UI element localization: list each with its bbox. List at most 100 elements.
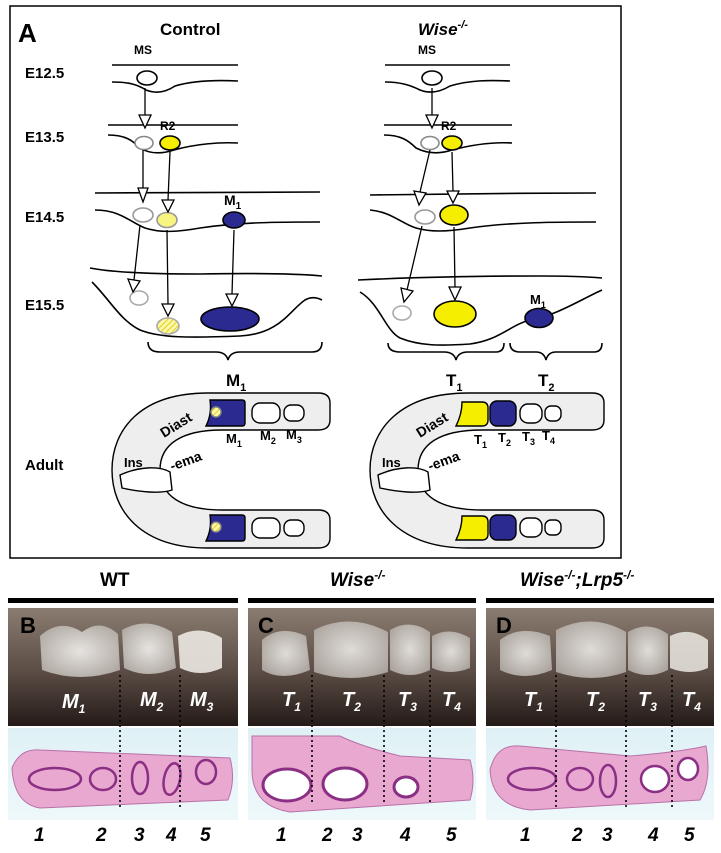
photo-tooth [628, 626, 668, 675]
number-2: 2 [321, 825, 333, 846]
tooth-section [676, 756, 700, 782]
boundary-lines [119, 675, 673, 810]
adult-jaw-wise [369, 392, 605, 549]
photo-label-t4: T4 [682, 689, 701, 714]
photo-tooth [178, 630, 222, 673]
tooth-bud-ms-regressing [132, 207, 154, 223]
photo-tooth [390, 624, 430, 675]
arrow [160, 229, 176, 318]
arrow [413, 149, 431, 207]
label-incisor: Ins [382, 455, 401, 470]
panel-titles: WT Wise-/- Wise-/-;Lrp5-/- [8, 568, 714, 603]
tooth-germ-m1 [200, 306, 260, 332]
label-t2-brace: T2 [538, 371, 555, 394]
tooth-bud-r2-regressing [156, 317, 180, 335]
label-m1-adult: M1 [226, 431, 242, 449]
epithelium-line [383, 134, 513, 154]
photo-tooth [122, 623, 176, 674]
photo-label-m2: M2 [140, 689, 164, 714]
tooth-bud-ms-regressing [134, 135, 154, 151]
panel-a-letter: A [18, 18, 37, 48]
label-ms: MS [418, 43, 436, 57]
number-4: 4 [165, 825, 177, 846]
number-4: 4 [647, 825, 659, 846]
title-rule [248, 598, 476, 603]
number-3: 3 [602, 825, 613, 846]
arrow [137, 88, 153, 130]
tooth-section [565, 766, 595, 792]
photo-label-t4: T4 [442, 689, 461, 714]
molar-m2 [251, 402, 281, 424]
brace-t1 [387, 342, 505, 361]
epithelium-line [357, 275, 603, 281]
r2-remnant [210, 406, 222, 418]
photo-label-t1: T1 [524, 689, 543, 714]
photo-tooth [556, 621, 626, 678]
control-column [89, 64, 323, 361]
arrow [126, 224, 142, 294]
epithelium-line [369, 192, 597, 196]
column-title-wise: Wise-/- [418, 19, 468, 39]
tooth-section [392, 775, 420, 799]
tooth-germ-t1 [433, 300, 477, 328]
jaw-outline [369, 392, 605, 549]
molar-t2 [489, 514, 517, 541]
label-r2: R2 [441, 119, 457, 133]
photo-tooth [314, 621, 388, 678]
tooth-section [506, 766, 558, 792]
arrow [137, 150, 149, 204]
number-5: 5 [446, 825, 457, 846]
molar-t1 [454, 515, 489, 541]
adult-jaw-control [111, 392, 331, 549]
molar-m3 [283, 519, 305, 537]
brace-m1 [147, 341, 323, 361]
label-t2-adult: T2 [498, 430, 511, 448]
histology-row [8, 728, 714, 820]
lineage-arrows [126, 88, 240, 318]
photo-label-m1: M1 [62, 691, 86, 716]
tooth-section [130, 760, 150, 796]
tooth-bud-ms-regressing [129, 290, 149, 306]
tooth-section [321, 766, 369, 802]
title-rule [8, 598, 238, 603]
tooth-section [261, 767, 313, 803]
incisor [377, 467, 431, 493]
panel-c-letter: C [258, 613, 274, 638]
tooth-section [88, 766, 118, 792]
photo-tooth [40, 625, 120, 677]
panel-a: A Control Wise-/- E12.5 E13.5 E14.5 E15.… [9, 5, 622, 559]
panel-d-title: Wise-/-;Lrp5-/- [520, 568, 634, 591]
brace-t2 [509, 342, 603, 361]
stage-label-adult: Adult [25, 457, 63, 474]
tooth-numbers: 1 2 3 4 5 1 2 3 4 5 1 2 3 4 5 [34, 825, 695, 846]
label-m1: M1 [224, 192, 242, 212]
tooth-bud-r2 [159, 135, 181, 151]
tooth-bud-ms-regressing [392, 305, 412, 321]
molar-t3 [519, 517, 543, 538]
arrow [447, 226, 463, 302]
tooth-bud-r2 [441, 135, 463, 151]
title-rule [486, 598, 714, 603]
label-m3-adult: M3 [286, 427, 302, 445]
label-r2: R2 [160, 119, 176, 133]
epithelium-line [89, 267, 323, 277]
molar-t2 [489, 400, 517, 427]
photo-tooth [500, 630, 552, 676]
number-3: 3 [134, 825, 145, 846]
molar-m2 [251, 517, 281, 539]
tooth-bud-ms [136, 70, 158, 86]
molar-t3 [519, 403, 543, 424]
label-m1: M1 [530, 292, 546, 310]
number-1: 1 [520, 825, 531, 846]
photo-label-t3: T3 [638, 689, 657, 714]
arrow [160, 151, 176, 214]
arrow [400, 225, 423, 304]
lineage-arrows [400, 88, 463, 304]
epithelium-line [94, 209, 321, 233]
epithelium-line [384, 79, 511, 93]
label-m1-brace: M1 [226, 371, 246, 394]
panel-c-title: Wise-/- [330, 568, 386, 591]
tooth-bud-ms-regressing [420, 135, 440, 151]
panel-b-letter: B [20, 613, 36, 638]
incisor [119, 467, 173, 493]
